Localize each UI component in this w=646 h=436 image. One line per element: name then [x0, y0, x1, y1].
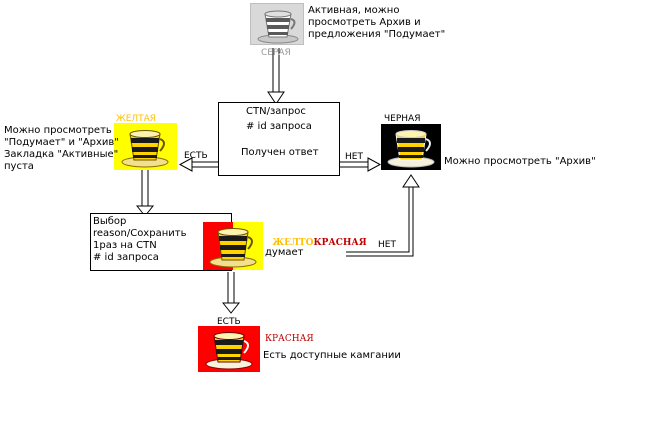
arrow-yellow-to-choice — [135, 170, 155, 217]
choice-text: Выбор reason/Сохранить 1раз на CTN # id … — [93, 216, 187, 263]
yellowred-label-yellow-part: ЖЕЛТО — [272, 238, 314, 248]
yellow-node-description: Можно просмотреть "Подумает" и "Архив" З… — [4, 125, 119, 172]
yellowred-node-label: ЖЕЛТОКРАСНАЯ — [266, 228, 367, 248]
arrow-request-to-black — [339, 157, 382, 172]
yellowred-node-tile — [203, 222, 263, 270]
red-node-tile — [198, 326, 260, 372]
coffee-cup-icon — [209, 228, 257, 268]
black-node-tile — [381, 124, 441, 170]
red-node-description: Есть доступные камгании — [263, 350, 401, 361]
request-id: # id запроса — [246, 121, 312, 132]
yellowred-node-description: думает — [265, 247, 304, 258]
grey-node-description: Активная, можно просмотреть Архив и пред… — [308, 5, 446, 40]
grey-node-label: СЕРАЯ — [261, 48, 291, 58]
edge-label-no-right: НЕТ — [345, 152, 363, 162]
black-node-label: ЧЕРНАЯ — [384, 114, 421, 124]
grey-node-tile — [250, 3, 304, 45]
black-node-description: Можно просмотреть "Архив" — [444, 156, 596, 167]
edge-label-yes-down: ЕСТЬ — [217, 317, 241, 327]
yellowred-label-red-part: КРАСНАЯ — [313, 238, 367, 248]
request-box: CTN/запрос # id запроса Получен ответ — [218, 102, 340, 176]
coffee-cup-icon — [205, 332, 253, 370]
coffee-cup-icon — [387, 130, 435, 168]
yellow-node-label: ЖЕЛТАЯ — [116, 114, 157, 124]
arrow-yellowred-to-red — [221, 272, 241, 314]
red-node-label: КРАСНАЯ — [265, 334, 314, 344]
arrow-request-to-yellow — [178, 157, 218, 172]
arrow-grey-to-request — [267, 48, 285, 105]
request-response: Получен ответ — [241, 147, 319, 158]
edge-label-no-loop: НЕТ — [378, 240, 396, 250]
request-ctn: CTN/запрос — [246, 106, 306, 117]
yellow-node-tile — [114, 123, 177, 170]
edge-label-yes-left: ЕСТЬ — [184, 151, 208, 161]
coffee-cup-icon — [257, 10, 299, 44]
arrow-yellowred-to-black — [346, 174, 420, 257]
coffee-cup-icon — [121, 130, 169, 168]
